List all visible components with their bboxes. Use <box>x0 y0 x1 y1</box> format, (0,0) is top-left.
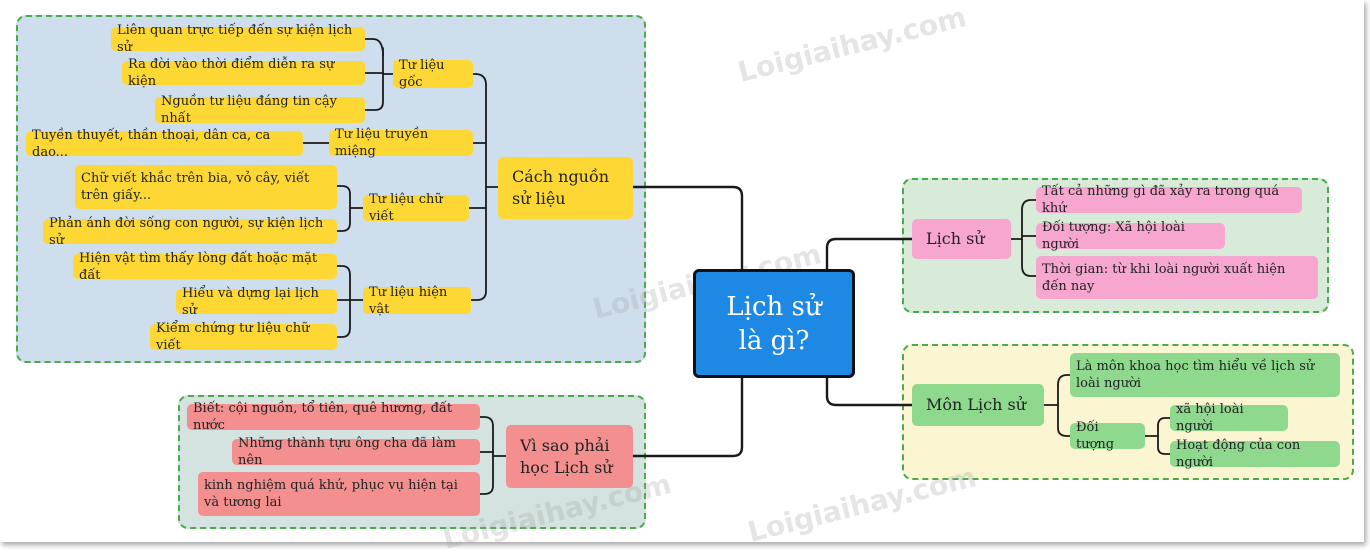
central-topic-line1: Lịch sử <box>726 291 822 322</box>
topic-lich-su[interactable]: Lịch sử <box>912 219 1011 259</box>
leaf-node[interactable]: Liên quan trực tiếp đến sự kiện lịch sử <box>111 23 365 55</box>
leaf-node[interactable]: Ra đời vào thời điểm diễn ra sự kiện <box>122 57 365 89</box>
leaf-node[interactable]: Nguồn tư liệu đáng tin cậy nhất <box>155 94 365 126</box>
leaf-node[interactable]: Chữ viết khắc trên bia, vỏ cây, viết trê… <box>75 165 337 209</box>
link-center-mon <box>825 376 914 407</box>
leaf-node[interactable]: Tất cả những gì đã xảy ra trong quá khứ <box>1036 184 1302 216</box>
leaf-node[interactable]: Hiểu và dựng lại lịch sử <box>176 286 337 318</box>
link-center-lichsu <box>825 237 914 271</box>
topic-mon-lich-su[interactable]: Môn Lịch sử <box>912 384 1044 426</box>
leaf-node[interactable]: Hiện vật tìm thấy lòng đất hoặc mặt đất <box>73 251 337 283</box>
link-center-sources <box>631 185 744 271</box>
leaf-node[interactable]: Phản ánh đời sống con người, sự kiện lịc… <box>43 216 337 248</box>
leaf-node[interactable]: Đối tượng: Xã hội loài người <box>1036 220 1225 252</box>
leaf-node[interactable]: Kiểm chứng tư liệu chữ viết <box>150 321 337 353</box>
subtopic-tu-lieu-truyen-mieng[interactable]: Tư liệu truyền miệng <box>329 127 473 159</box>
subtopic-doi-tuong[interactable]: Đối tượng <box>1070 420 1145 452</box>
subtopic-tu-lieu-goc[interactable]: Tư liệu gốc <box>393 58 473 90</box>
topic-why[interactable]: Vì sao phải học Lịch sử <box>506 425 633 488</box>
leaf-node[interactable]: Là môn khoa học tìm hiểu về lịch sử loài… <box>1070 353 1340 397</box>
leaf-node[interactable]: Biết: cội nguồn, tổ tiên, quê hương, đất… <box>187 401 480 433</box>
leaf-node[interactable]: Thời gian: từ khi loài người xuất hiện đ… <box>1036 256 1318 299</box>
leaf-node[interactable]: kinh nghiệm quá khứ, phục vụ hiện tại và… <box>198 472 480 516</box>
link-center-why <box>631 376 744 458</box>
topic-sources[interactable]: Cách nguồn sử liệu <box>498 157 633 219</box>
leaf-node[interactable]: Những thành tựu ông cha đã làm nên <box>232 436 480 468</box>
central-topic-line2: là gì? <box>738 325 810 356</box>
leaf-node[interactable]: Tuyền thuyết, thần thoại, dân ca, ca dao… <box>26 128 303 160</box>
subtopic-tu-lieu-chu-viet[interactable]: Tư liệu chữ viết <box>363 192 469 224</box>
subtopic-tu-lieu-hien-vat[interactable]: Tư liệu hiện vật <box>363 285 471 317</box>
leaf-node[interactable]: xã hội loài người <box>1170 402 1288 434</box>
leaf-node[interactable]: Hoạt động của con người <box>1170 438 1340 470</box>
